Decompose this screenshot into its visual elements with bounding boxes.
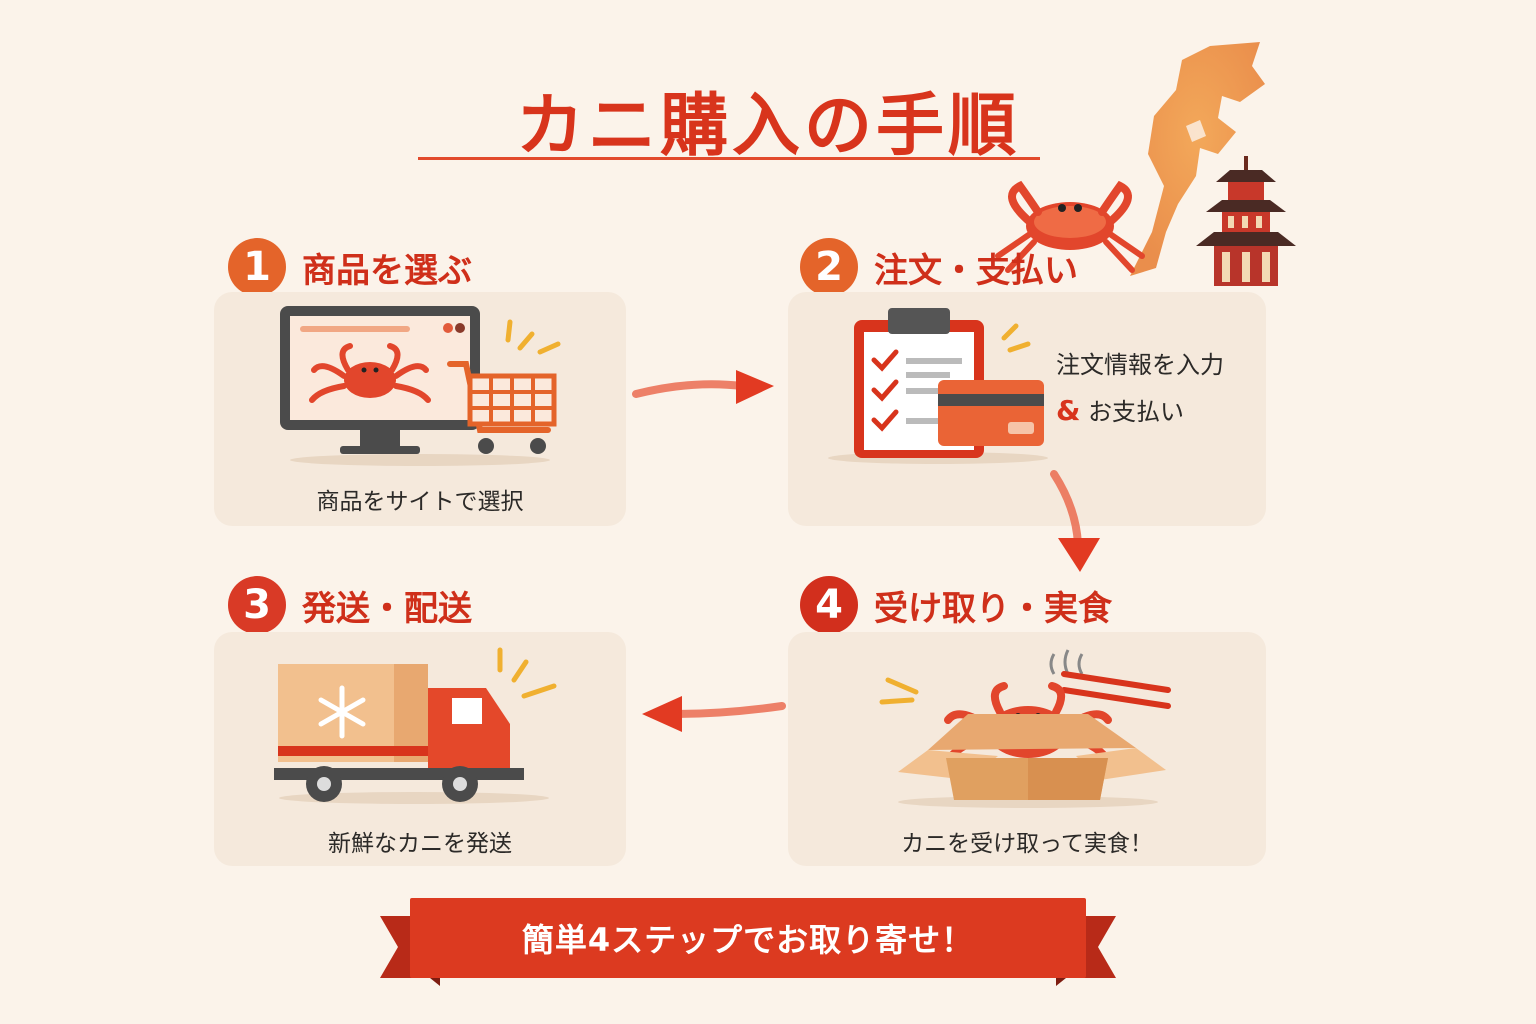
step-3-heading: 3 発送・配送 — [228, 576, 472, 634]
step-1-heading: 1 商品を選ぶ — [228, 238, 472, 296]
step-2-title: 注文・支払い — [874, 250, 1078, 291]
step-2-info-line2: お支払い — [1088, 398, 1185, 426]
clipboard-card-icon — [828, 308, 1048, 464]
ampersand: & — [1056, 394, 1081, 427]
arrow-down-icon — [1050, 470, 1100, 572]
step-4-heading: 4 受け取り・実食 — [800, 576, 1112, 634]
arrow-left-icon — [642, 696, 786, 732]
step-2-info: 注文情報を入力 & お支払い — [1056, 342, 1224, 435]
step-1-title: 商品を選ぶ — [302, 250, 472, 291]
step-1-card: 商品をサイトで選択 — [214, 292, 626, 526]
step-4-card: カニを受け取って実食！ — [788, 632, 1266, 866]
delivery-truck-icon — [274, 647, 557, 804]
step-4-number-badge: 4 — [800, 576, 858, 634]
step-2-card: 注文情報を入力 & お支払い — [788, 292, 1266, 526]
step-2-heading: 2 注文・支払い — [800, 238, 1078, 296]
banner: 簡単4ステップでお取り寄せ！ — [410, 898, 1086, 978]
monitor-cart-icon — [280, 306, 561, 466]
map-silhouette-icon — [1130, 42, 1265, 276]
title-underline — [418, 157, 1040, 160]
step-4-caption: カニを受け取って実食！ — [901, 831, 1153, 857]
step-3-number-badge: 3 — [228, 576, 286, 634]
arrow-right-icon — [632, 370, 774, 404]
step-4-title: 受け取り・実食 — [874, 588, 1112, 629]
step-3-card: 新鮮なカニを発送 — [214, 632, 626, 866]
ribbon-banner-shape — [380, 898, 1116, 986]
decoration-map-crab-pagoda — [995, 42, 1296, 286]
step-2-info-line1: 注文情報を入力 — [1056, 351, 1224, 379]
crab-decoration-icon — [995, 180, 1145, 273]
step-1-caption: 商品をサイトで選択 — [316, 489, 524, 515]
banner-text: 簡単4ステップでお取り寄せ！ — [521, 921, 975, 959]
step-3-caption: 新鮮なカニを発送 — [328, 831, 512, 857]
step-3-title: 発送・配送 — [302, 588, 472, 629]
step-2-number-badge: 2 — [800, 238, 858, 296]
step-1-number-badge: 1 — [228, 238, 286, 296]
pagoda-icon — [1196, 156, 1296, 286]
crab-box-icon — [879, 649, 1171, 808]
page-title: カニ購入の手順 — [515, 87, 1020, 166]
